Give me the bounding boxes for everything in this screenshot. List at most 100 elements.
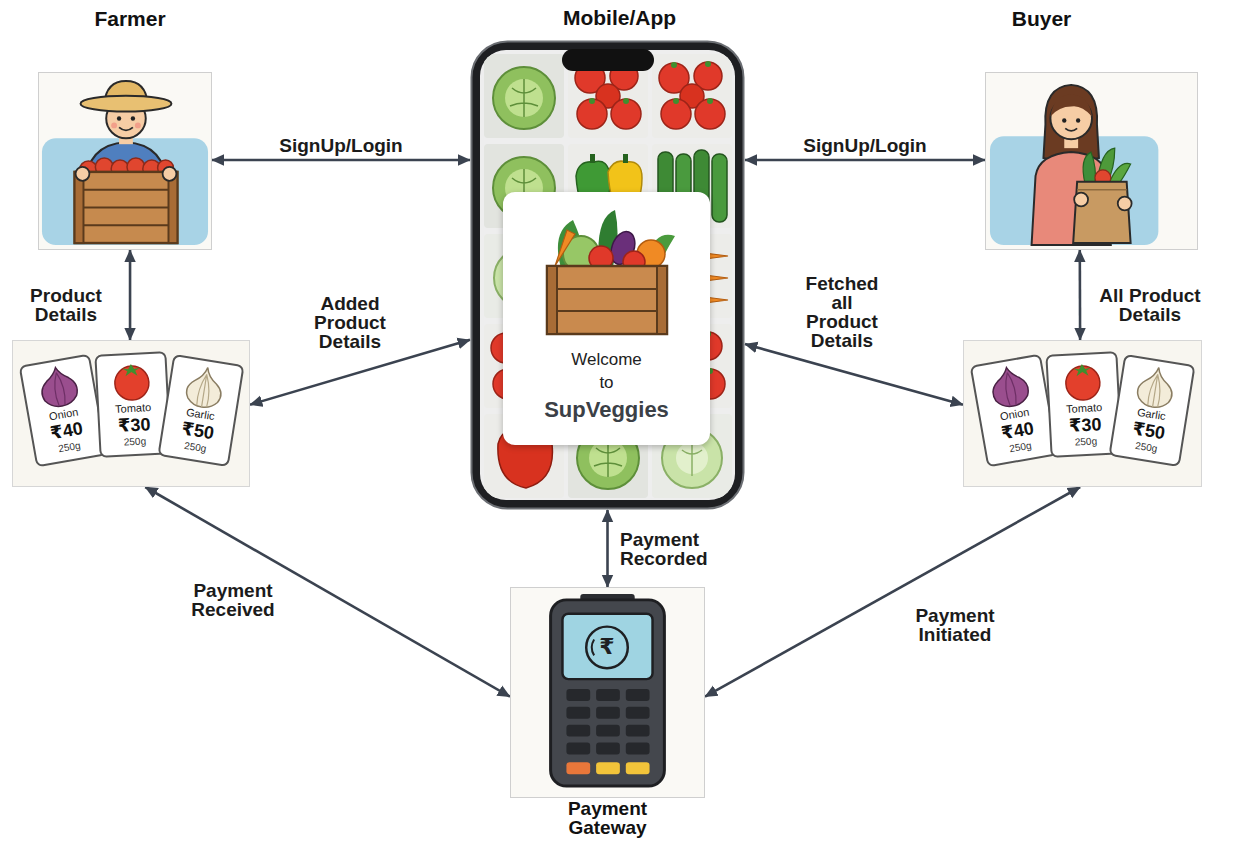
rect-shape xyxy=(562,49,654,71)
circle-shape xyxy=(135,122,141,128)
use-shape xyxy=(652,54,732,138)
product-price: ₹30 xyxy=(102,413,167,437)
rect-shape xyxy=(626,689,650,701)
welcome-card: Welcome toSupVeggies xyxy=(503,192,710,445)
garlic-picture xyxy=(171,360,239,413)
circle-shape xyxy=(1076,118,1080,122)
currency-symbol: ₹ xyxy=(599,635,614,659)
path-shape xyxy=(555,230,575,266)
circle-shape xyxy=(1062,118,1066,122)
welcome-text: Welcome to xyxy=(571,348,642,394)
rect-shape xyxy=(551,600,665,786)
edge-label: SignUp/Login xyxy=(277,136,404,155)
flow-arrow xyxy=(145,487,510,697)
rect-shape xyxy=(596,725,620,737)
node-heading: Payment Gateway xyxy=(568,799,647,837)
path-shape xyxy=(1043,85,1098,162)
path-shape xyxy=(1083,152,1095,184)
buyer-figure xyxy=(986,73,1197,249)
path-shape xyxy=(1073,364,1092,377)
rect-shape xyxy=(472,42,744,509)
path-shape xyxy=(1109,163,1131,183)
edge-label: All Product Details xyxy=(1089,286,1211,324)
rect-shape xyxy=(75,172,178,243)
actor-box: Farmer xyxy=(38,72,212,250)
ellipse-shape xyxy=(81,96,172,112)
rect-shape xyxy=(547,266,667,334)
node-heading: Farmer xyxy=(94,7,165,31)
path-shape xyxy=(122,364,141,377)
rect-shape xyxy=(626,725,650,737)
path-shape xyxy=(1147,374,1163,408)
product-panel: Onion₹40250g Tomato₹30250g Garlic₹50250g xyxy=(963,340,1202,487)
onion-picture xyxy=(975,359,1044,413)
rect-shape xyxy=(626,743,650,755)
rect-shape xyxy=(596,689,620,701)
path-shape xyxy=(989,365,1031,410)
path-shape xyxy=(1077,189,1127,190)
brand-name: SupVeggies xyxy=(503,396,710,424)
node-heading: Mobile/App xyxy=(563,6,676,30)
onion-picture xyxy=(24,359,93,413)
edge-label: SignUp/Login xyxy=(801,136,928,155)
rect-shape xyxy=(566,743,590,755)
edge-label: Payment Initiated xyxy=(913,606,996,644)
edge-label: Added Product Details xyxy=(312,294,388,351)
circle-shape xyxy=(131,116,135,120)
path-shape xyxy=(547,289,667,311)
rect-shape xyxy=(596,707,620,719)
circle-shape xyxy=(586,627,628,669)
farmer-figure xyxy=(39,73,211,249)
rect-shape xyxy=(657,266,667,334)
rect-shape xyxy=(547,266,557,334)
product-price: ₹30 xyxy=(1053,413,1118,437)
crate-illustration xyxy=(503,192,710,342)
node-heading: Buyer xyxy=(1012,7,1072,31)
edge-label: Payment Recorded xyxy=(618,530,710,568)
g-shape xyxy=(484,54,732,498)
product-weight: 250g xyxy=(103,434,168,449)
path-shape xyxy=(1065,128,1077,130)
path-shape xyxy=(592,640,594,656)
flow-arrow xyxy=(745,344,963,405)
flow-arrow xyxy=(606,510,609,587)
flow-arrow xyxy=(705,487,1080,697)
circle-shape xyxy=(117,116,121,120)
rect-shape xyxy=(566,725,590,737)
rect-shape xyxy=(626,762,650,774)
path-shape xyxy=(1003,372,1018,406)
rect-shape xyxy=(75,172,84,243)
tomato-picture xyxy=(100,356,164,403)
path-shape xyxy=(1073,182,1130,243)
product-card: Garlic₹50250g xyxy=(1108,354,1195,467)
garlic-picture xyxy=(1122,360,1190,413)
tomato-picture xyxy=(1051,356,1115,403)
circle-shape xyxy=(111,122,117,128)
rect-shape xyxy=(596,743,620,755)
path-shape xyxy=(75,190,178,226)
flow-arrow xyxy=(745,159,985,162)
payment-gateway: Payment Gateway xyxy=(510,587,705,798)
rect-shape xyxy=(566,762,590,774)
edge-label: Fetched all Product Details xyxy=(804,274,881,350)
product-card: Onion₹40250g xyxy=(970,354,1059,468)
product-weight: 250g xyxy=(1054,434,1119,449)
path-shape xyxy=(52,372,67,406)
circle-shape xyxy=(163,167,177,181)
rect-shape xyxy=(168,172,177,243)
use-shape xyxy=(484,54,564,138)
circle-shape xyxy=(76,167,90,181)
rect-shape xyxy=(480,50,735,500)
actor-box: Buyer xyxy=(985,72,1198,250)
circle-shape xyxy=(1074,193,1088,207)
flow-arrow xyxy=(1078,250,1081,340)
product-panel: Onion₹40250g Tomato₹30250g Garlic₹50250g xyxy=(12,340,250,487)
rect-shape xyxy=(990,136,1158,245)
mobile-app: Mobile/App Welcome toSupVeggies xyxy=(470,40,745,510)
circle-shape xyxy=(1118,197,1132,211)
rect-shape xyxy=(566,689,590,701)
path-shape xyxy=(196,374,212,408)
rect-shape xyxy=(626,707,650,719)
